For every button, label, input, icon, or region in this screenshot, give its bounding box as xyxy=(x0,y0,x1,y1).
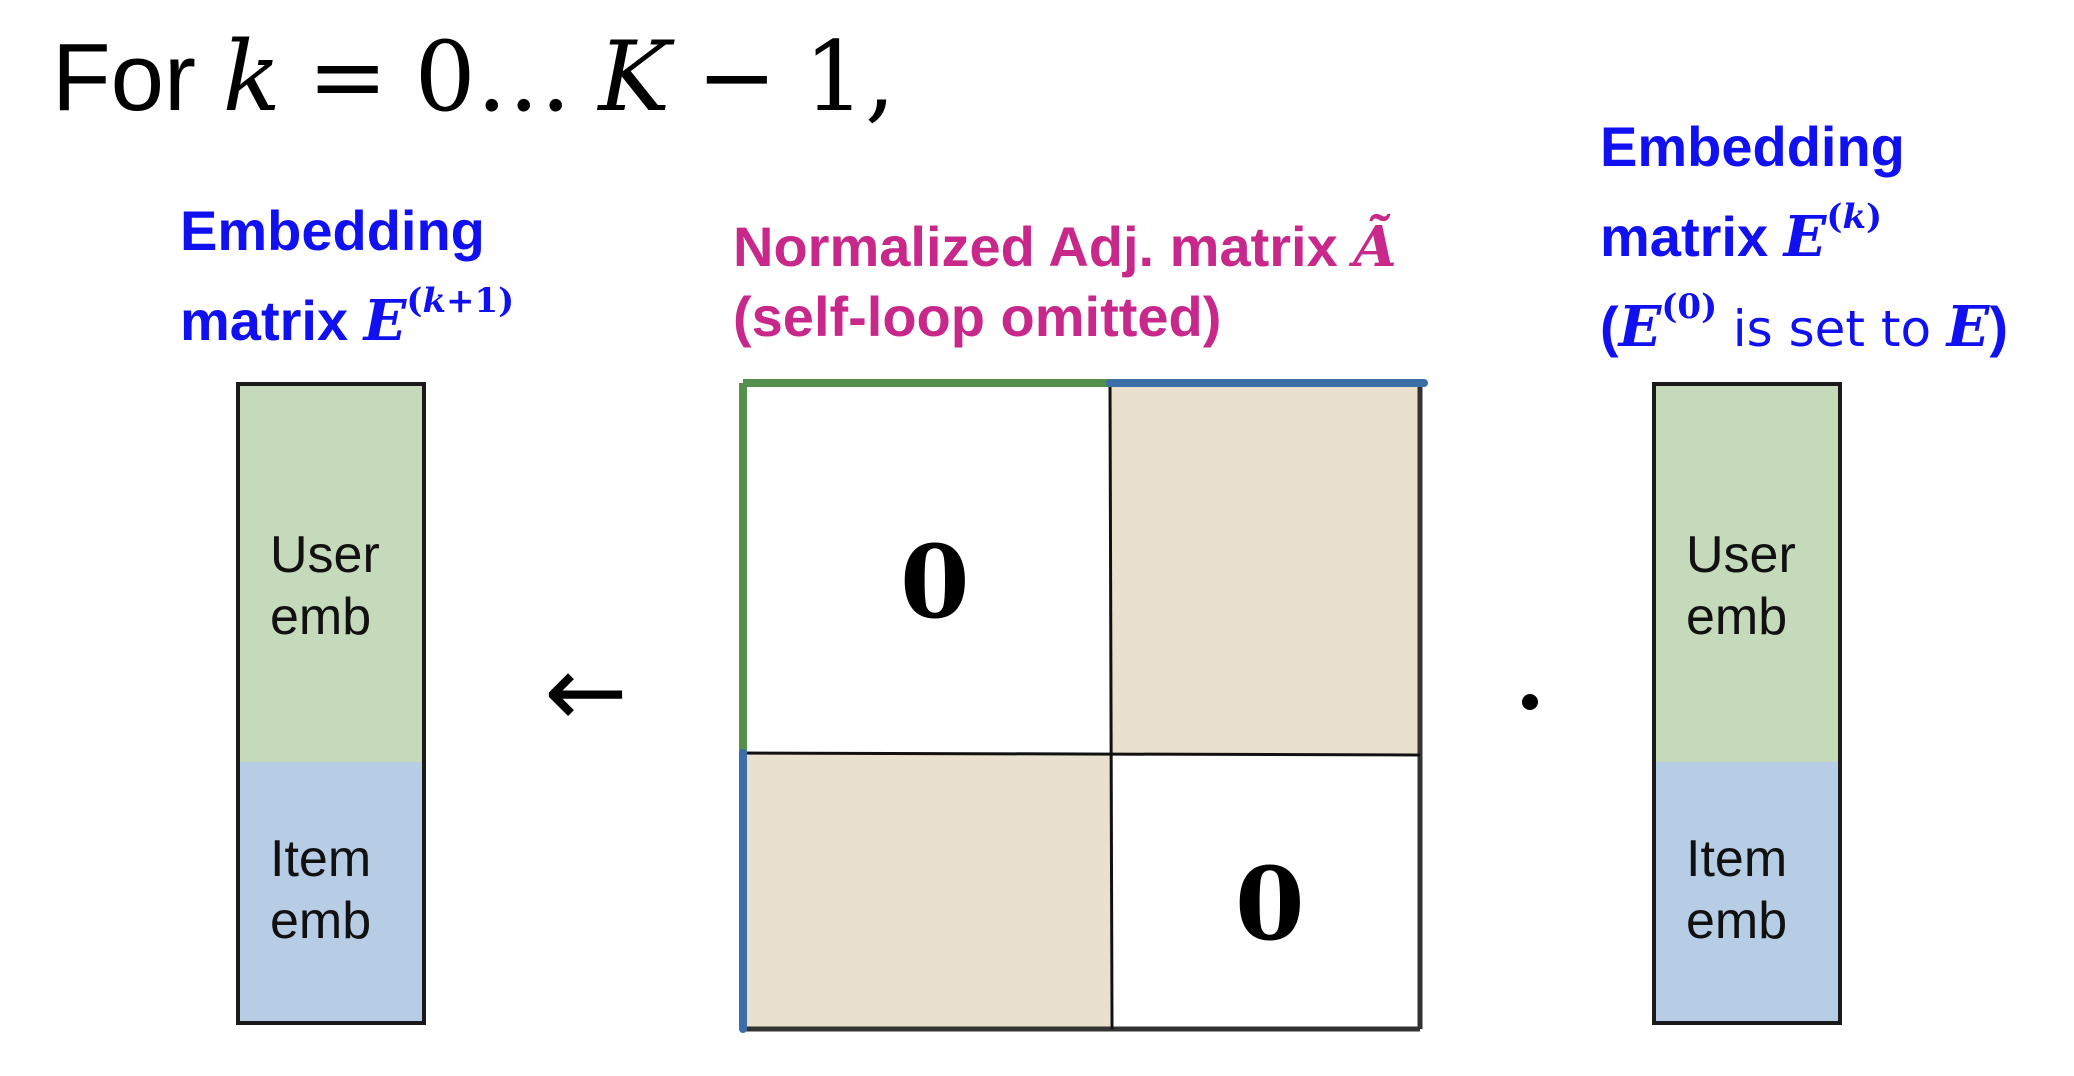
right-embedding-label: Embedding matrix E(k) (E(0) is set to E) xyxy=(1600,112,2008,364)
dot-product-operator xyxy=(1522,694,1538,710)
matrix-bottom-right-zero: 0 xyxy=(1235,845,1305,963)
assign-arrow: ← xyxy=(544,633,628,750)
matrix-horizontal-divider xyxy=(739,751,1421,757)
title-k: k xyxy=(222,21,281,133)
title-one: 1, xyxy=(803,21,896,133)
right-label-line3: (E(0) is set to E) xyxy=(1600,287,2008,360)
matrix-bottom-right-block: 0 xyxy=(1110,753,1420,1029)
left-user-emb-label: User emb xyxy=(270,526,380,646)
title-for: For xyxy=(52,24,196,131)
left-label-line2: matrix E(k+1) xyxy=(180,281,515,354)
adjacency-label-line2: (self-loop omitted) xyxy=(733,285,1222,348)
adjacency-matrix: 0 0 xyxy=(739,379,1428,1033)
right-item-emb-label: Item emb xyxy=(1686,830,1788,950)
matrix-grid-lines xyxy=(739,379,1428,1033)
title-ellipsis: … xyxy=(475,21,572,133)
left-label-line1: Embedding xyxy=(180,199,485,262)
left-embedding-column: User emb Item emb xyxy=(236,382,426,1025)
adjacency-symbol: Ã xyxy=(1353,214,1397,280)
matrix-vertical-divider xyxy=(1108,382,1114,1030)
right-user-emb-block: User emb xyxy=(1656,386,1838,762)
left-label-symbol: E xyxy=(363,288,407,354)
adjacency-matrix-label: Normalized Adj. matrix Ã (self-loop omit… xyxy=(733,212,1397,352)
adjacency-label-line1: Normalized Adj. matrix Ã xyxy=(733,214,1397,280)
right-label-symbol: E xyxy=(1783,204,1827,270)
right-embedding-column: User emb Item emb xyxy=(1652,382,1842,1025)
right-label-superscript: (k) xyxy=(1826,197,1883,237)
title-zero: 0 xyxy=(414,21,476,133)
left-user-emb-block: User emb xyxy=(240,386,422,762)
left-embedding-label: Embedding matrix E(k+1) xyxy=(180,196,514,356)
left-label-superscript: (k+1) xyxy=(406,281,515,321)
right-user-emb-label: User emb xyxy=(1686,526,1796,646)
right-label-line2: matrix E(k) xyxy=(1600,197,1883,270)
matrix-bottom-left-block xyxy=(740,753,1110,1029)
right-item-emb-block: Item emb xyxy=(1656,762,1838,1021)
loop-title: For k = 0… K − 1, xyxy=(52,22,895,133)
matrix-top-right-block xyxy=(1110,383,1420,753)
title-equals: = xyxy=(307,21,388,133)
left-item-emb-label: Item emb xyxy=(270,830,372,950)
title-minus: − xyxy=(696,21,778,133)
matrix-top-left-zero: 0 xyxy=(900,523,970,641)
title-K: K xyxy=(598,21,671,133)
matrix-top-left-block: 0 xyxy=(740,383,1110,753)
left-item-emb-block: Item emb xyxy=(240,762,422,1021)
right-label-line1: Embedding xyxy=(1600,115,1905,178)
